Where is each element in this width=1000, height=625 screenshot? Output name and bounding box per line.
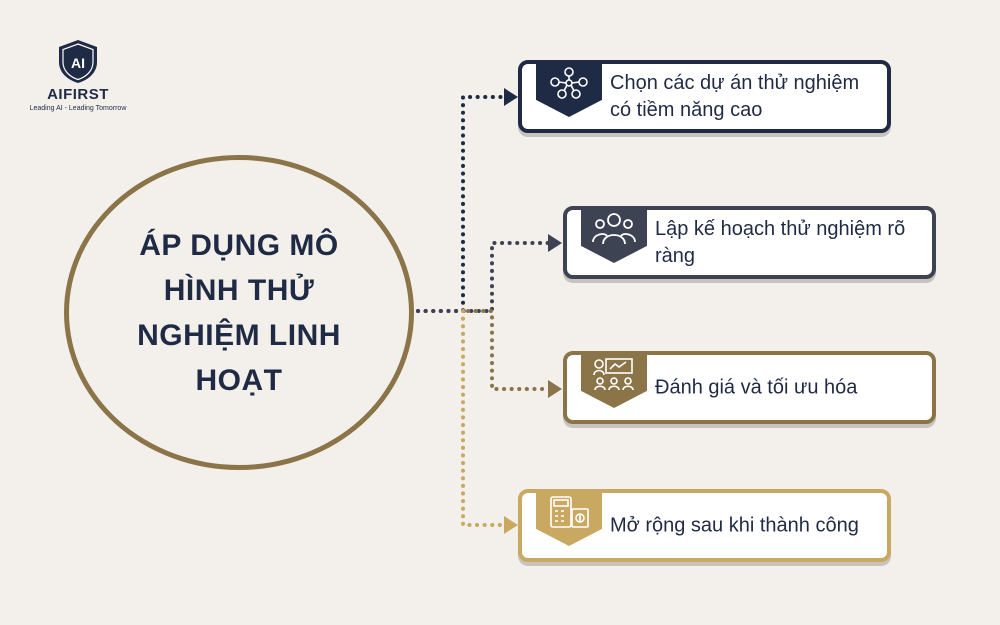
connector-4 xyxy=(461,309,507,527)
logo-brand: AIFIRST xyxy=(47,86,109,103)
step-card-2: Lập kế hoạch thử nghiệm rõ ràng xyxy=(563,206,936,279)
connector-2 xyxy=(416,241,551,313)
central-circle: ÁP DỤNG MÔ HÌNH THỬ NGHIỆM LINH HOẠT xyxy=(64,155,414,470)
calculator-money-icon xyxy=(536,489,602,546)
step-card-3: Đánh giá và tối ưu hóa xyxy=(563,351,936,424)
step-label-4: Mở rộng sau khi thành công xyxy=(610,514,859,536)
step-label-2: Lập kế hoạch thử nghiệm rõ ràng xyxy=(655,217,906,267)
logo: AI AIFIRST Leading AI - Leading Tomorrow xyxy=(28,38,128,112)
arrow-head-3 xyxy=(548,380,562,398)
arrow-head-1 xyxy=(504,88,518,106)
step-label-3: Đánh giá và tối ưu hóa xyxy=(655,376,858,398)
central-title: ÁP DỤNG MÔ HÌNH THỬ NGHIỆM LINH HOẠT xyxy=(137,228,341,397)
step-label-1: Chọn các dự án thử nghiệm có tiềm năng c… xyxy=(610,71,860,121)
arrow-head-4 xyxy=(504,516,518,534)
network-people-icon xyxy=(536,60,602,117)
arrow-head-2 xyxy=(548,234,562,252)
step-card-1: Chọn các dự án thử nghiệm có tiềm năng c… xyxy=(518,60,891,133)
logo-mark: AI xyxy=(71,55,85,71)
step-card-4: Mở rộng sau khi thành công xyxy=(518,489,891,562)
logo-tagline: Leading AI - Leading Tomorrow xyxy=(29,105,127,112)
logo-shield-icon: AI xyxy=(59,40,97,83)
connector-3 xyxy=(466,309,551,391)
team-icon xyxy=(581,206,647,263)
meeting-presentation-icon xyxy=(581,351,647,408)
